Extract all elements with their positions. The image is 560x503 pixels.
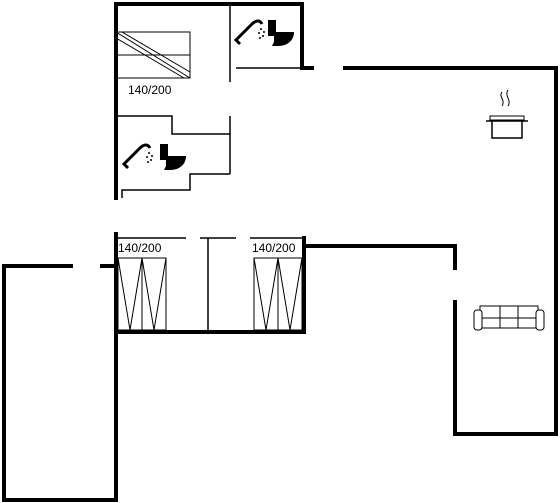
toilet-icon [160, 144, 186, 170]
toilet-icon [268, 20, 294, 46]
sofa-icon [473, 305, 545, 331]
bed-right: 140/200 [252, 241, 303, 331]
partitions [116, 4, 304, 332]
partition-bath2 [121, 173, 230, 198]
wall-living-north [343, 66, 558, 436]
cooking-pot-icon [486, 89, 528, 139]
partition-bedroom1-bottom [116, 115, 231, 174]
bed-label-top: 140/200 [128, 83, 172, 97]
bed-top: 140/200 [115, 31, 191, 97]
bathroom-1 [233, 19, 294, 46]
shower-icon [233, 19, 265, 46]
shower-icon [121, 143, 153, 170]
wall-west-wing [2, 236, 306, 502]
bathroom-2 [121, 143, 186, 170]
bed-label-left: 140/200 [118, 241, 162, 255]
bed-left: 140/200 [117, 241, 167, 331]
bed-label-right: 140/200 [252, 241, 296, 255]
